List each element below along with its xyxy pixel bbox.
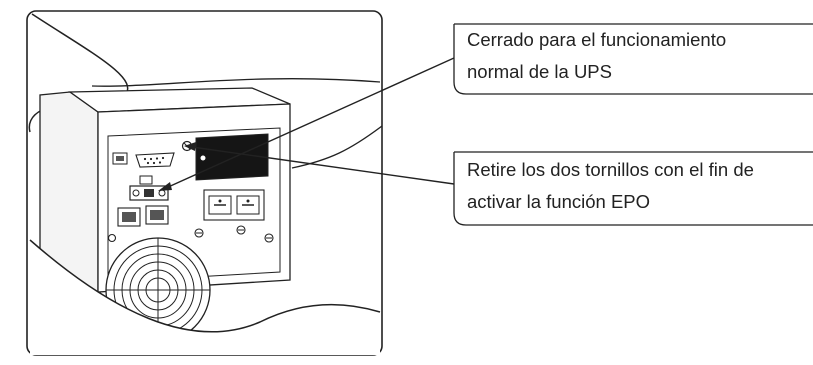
output-sockets	[203, 189, 265, 221]
wall-curve-top	[91, 78, 381, 87]
callout-2-line-1: Retire los dos tornillos con el fin de	[467, 159, 754, 180]
leader-line-2	[184, 142, 455, 185]
callout-1-line-2: normal de la UPS	[467, 61, 612, 82]
callout-text-2: Retire los dos tornillos con el fin de a…	[467, 154, 807, 218]
callout-box-2	[453, 151, 813, 226]
epo-connector	[129, 185, 169, 201]
callout-2-line-2: activar la función EPO	[467, 191, 651, 212]
callout-1-line-1: Cerrado para el funcionamiento	[467, 29, 727, 50]
leader-line-1	[158, 57, 455, 191]
callout-text-1: Cerrado para el funcionamiento normal de…	[467, 24, 807, 88]
comm-card-slot	[195, 133, 269, 181]
screw-row	[107, 225, 274, 243]
network-ports	[117, 205, 169, 227]
usb-port	[139, 175, 153, 185]
serial-port	[135, 152, 175, 168]
callout-box-1	[453, 23, 813, 95]
wall-curve-bottom	[30, 240, 380, 355]
